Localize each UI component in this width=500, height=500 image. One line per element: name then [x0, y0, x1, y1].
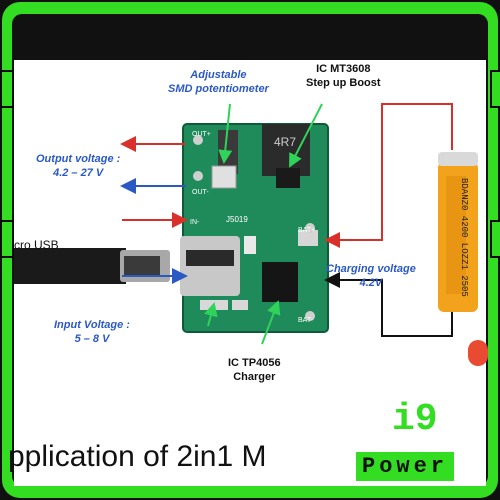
label-input: Input Voltage : 5 – 8 V: [54, 318, 130, 346]
inductor: [262, 124, 310, 176]
frame-tab-right-mid: [490, 220, 500, 258]
pcb-out-plus: OUT+: [192, 131, 211, 138]
frame-tab-left-mid: [0, 220, 14, 258]
arrow-bat-plus: [324, 103, 453, 248]
leader-charger: [261, 300, 281, 345]
potentiometer: [211, 165, 237, 189]
pcb-in-minus: IN-: [190, 219, 200, 226]
label-ic-charger: IC TP4056 Charger: [228, 356, 281, 384]
label-input-text: Input Voltage : 5 – 8 V: [54, 319, 130, 345]
inductor-mark: 4R7: [274, 135, 296, 149]
ic-boost-chip: [276, 168, 300, 188]
leader-pot: [218, 103, 233, 164]
arrow-bat-minus: [324, 272, 453, 337]
frame-tab-right-top: [490, 70, 500, 108]
ic-charger-chip: [262, 262, 298, 302]
label-ic-boost-text: IC MT3608 Step up Boost: [306, 63, 381, 89]
label-output: Output voltage : 4.2 – 27 V: [36, 152, 120, 180]
pcb-out-minus: OUT-: [192, 189, 209, 196]
pcb-bat-plus: BAT+: [298, 227, 315, 234]
battery-text: BDANZ0 4200 LOZZ1 2505: [459, 178, 469, 297]
pcb-board: [180, 123, 329, 333]
pcb-j5019: J5019: [226, 215, 248, 224]
label-potentiometer: Adjustable SMD potentiometer: [168, 68, 269, 96]
label-charging: Charging voltage 4.2V: [326, 262, 416, 290]
frame-tab-left-top: [0, 70, 14, 108]
label-ic-charger-text: IC TP4056 Charger: [228, 357, 281, 383]
label-potentiometer-text: Adjustable SMD potentiometer: [168, 69, 269, 95]
channel-avatar-icon: [468, 340, 488, 366]
label-usb: cro USB: [14, 238, 59, 252]
logo-top: i9: [392, 398, 438, 441]
leader-boost: [289, 103, 323, 168]
battery: [438, 152, 478, 312]
label-charging-text: Charging voltage 4.2V: [326, 263, 416, 289]
page-title: pplication of 2in1 M: [8, 440, 267, 473]
label-ic-boost: IC MT3608 Step up Boost: [306, 62, 381, 90]
usb-cable: [14, 248, 170, 284]
pcb-bat-minus: BAT-: [298, 317, 314, 324]
leader-input: [204, 302, 218, 327]
logo-bottom: Power: [356, 452, 455, 481]
label-output-text: Output voltage : 4.2 – 27 V: [36, 153, 121, 179]
